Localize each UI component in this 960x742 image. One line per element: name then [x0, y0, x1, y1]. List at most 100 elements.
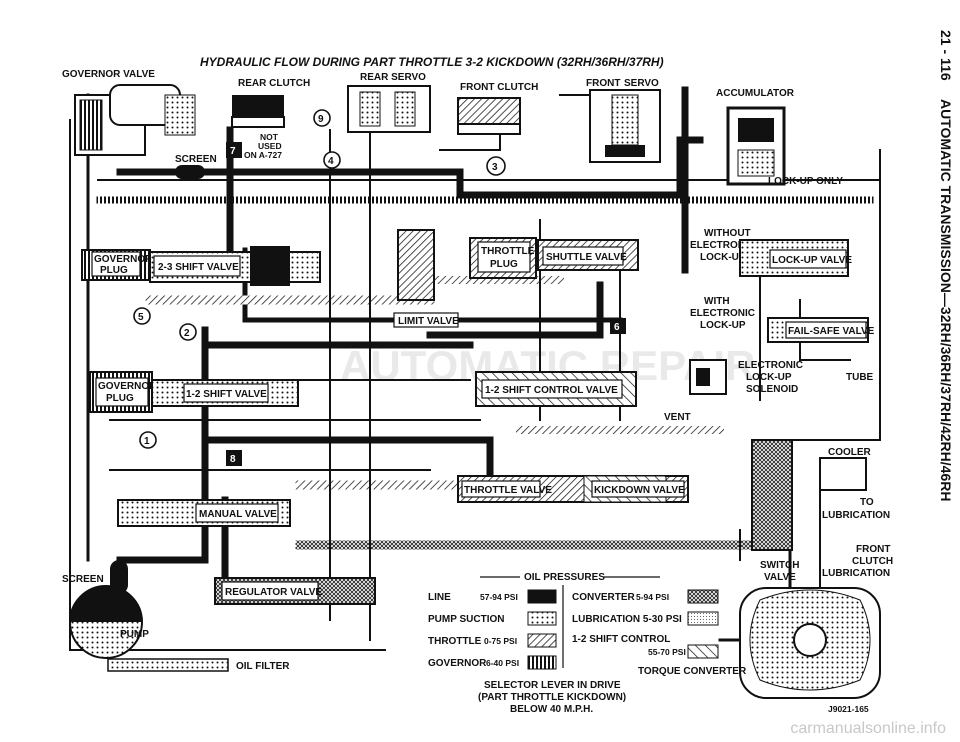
svg-text:PUMP: PUMP	[120, 629, 149, 640]
svg-text:5-94 PSI: 5-94 PSI	[636, 592, 669, 602]
svg-text:THROTTLE VALVE: THROTTLE VALVE	[464, 485, 552, 496]
svg-text:3: 3	[492, 162, 498, 173]
svg-text:8: 8	[230, 454, 236, 465]
rear-clutch: REAR CLUTCH	[231, 78, 310, 128]
rear-servo: REAR SERVO	[347, 72, 431, 133]
svg-text:PLUG: PLUG	[100, 265, 128, 276]
caption: SELECTOR LEVER IN DRIVE (PART THROTTLE K…	[478, 680, 626, 715]
svg-text:LOCK-UP: LOCK-UP	[700, 252, 746, 263]
circuit-marker-8: 8	[226, 450, 242, 466]
svg-text:2-3 SHIFT VALVE: 2-3 SHIFT VALVE	[158, 262, 239, 273]
svg-text:LUBRICATION 5-30 PSI: LUBRICATION 5-30 PSI	[572, 614, 682, 625]
svg-text:LINE: LINE	[428, 592, 451, 603]
svg-text:7: 7	[230, 146, 236, 157]
screen-bottom: SCREEN	[62, 560, 128, 594]
accumulator: ACCUMULATOR	[716, 88, 795, 186]
circuit-marker-1: 1	[139, 431, 157, 449]
svg-text:FAIL-SAFE VALVE: FAIL-SAFE VALVE	[788, 326, 875, 337]
svg-text:1-2 SHIFT CONTROL VALVE: 1-2 SHIFT CONTROL VALVE	[485, 385, 618, 396]
manual-valve: MANUAL VALVE	[117, 499, 291, 527]
svg-text:PUMP SUCTION: PUMP SUCTION	[428, 614, 505, 625]
oil-pressure-legend: OIL PRESSURES LINE 57-94 PSI PUMP SUCTIO…	[428, 572, 719, 670]
svg-text:WITHOUT: WITHOUT	[704, 228, 751, 239]
svg-text:LOCK-UP: LOCK-UP	[746, 372, 792, 383]
svg-text:COOLER: COOLER	[828, 447, 872, 458]
legend-converter: CONVERTER 5-94 PSI	[572, 589, 719, 604]
svg-text:GOVERNOR: GOVERNOR	[94, 254, 153, 265]
svg-text:ELECTRONIC: ELECTRONIC	[738, 360, 803, 371]
svg-text:ELECTRONIC: ELECTRONIC	[690, 308, 755, 319]
svg-text:CLUTCH: CLUTCH	[852, 556, 893, 567]
cooler: COOLER TO LUBRICATION	[819, 447, 890, 521]
shuttle-valve: SHUTTLE VALVE	[537, 239, 639, 271]
svg-text:VALVE: VALVE	[764, 572, 796, 583]
svg-text:ON A-727: ON A-727	[244, 150, 282, 160]
side-header: 21 - 116 AUTOMATIC TRANSMISSION—32RH/36R…	[914, 30, 954, 720]
circuit-marker-7: 7	[226, 142, 242, 158]
svg-text:SELECTOR LEVER IN DRIVE: SELECTOR LEVER IN DRIVE	[484, 680, 621, 691]
front-clutch: FRONT CLUTCH	[457, 82, 538, 135]
svg-text:PLUG: PLUG	[106, 393, 134, 404]
svg-text:OIL FILTER: OIL FILTER	[236, 661, 290, 672]
legend-governor: GOVERNOR 6-40 PSI	[428, 655, 557, 670]
governor-plug-bottom: GOVERNOR PLUG	[89, 371, 157, 413]
svg-text:TO: TO	[860, 497, 874, 508]
svg-text:TORQUE CONVERTER: TORQUE CONVERTER	[638, 666, 747, 677]
throttle-plug: THROTTLE PLUG	[469, 237, 537, 279]
failsafe-valve: FAIL-SAFE VALVE	[767, 317, 875, 343]
site-watermark: carmanualsonline.info	[790, 720, 946, 737]
svg-text:4: 4	[328, 156, 334, 167]
front-servo-label-b: SERVO	[624, 78, 659, 89]
limit-valve: LIMIT VALVE	[393, 229, 459, 328]
screen-top: SCREEN	[175, 154, 217, 179]
lockup-valve: LOCK-UP VALVE	[739, 239, 852, 277]
svg-text:1: 1	[144, 436, 150, 447]
svg-text:REGULATOR VALVE: REGULATOR VALVE	[225, 587, 322, 598]
svg-text:LOCK-UP: LOCK-UP	[700, 320, 746, 331]
shift-control-valve-1-2: 1-2 SHIFT CONTROL VALVE VENT	[475, 371, 691, 423]
front-servo: FRONT SERVO	[586, 78, 661, 163]
oil-filter: OIL FILTER	[107, 658, 290, 672]
governor-valve: GOVERNOR VALVE	[62, 69, 196, 156]
lockup-only-label: LOCK-UP ONLY	[768, 176, 843, 187]
front-servo-label-a: FRONT	[586, 78, 620, 89]
accumulator-label: ACCUMULATOR	[716, 88, 795, 99]
svg-text:BELOW 40 M.P.H.: BELOW 40 M.P.H.	[510, 704, 593, 715]
svg-text:CONVERTER: CONVERTER	[572, 592, 636, 603]
svg-text:SCREEN: SCREEN	[62, 574, 104, 585]
svg-text:(PART THROTTLE KICKDOWN): (PART THROTTLE KICKDOWN)	[478, 692, 626, 703]
vent-label: VENT	[664, 412, 691, 423]
tube-label: TUBE	[846, 372, 874, 383]
switch-valve: SWITCH VALVE	[751, 439, 799, 583]
svg-text:57-94 PSI: 57-94 PSI	[480, 592, 518, 602]
svg-text:0-75 PSI: 0-75 PSI	[484, 636, 517, 646]
circuit-marker-9: 9	[313, 109, 331, 127]
svg-text:SCREEN: SCREEN	[175, 154, 217, 165]
svg-text:THROTTLE: THROTTLE	[428, 636, 482, 647]
shift-valve-1-2: 1-2 SHIFT VALVE	[151, 379, 299, 407]
svg-text:MANUAL VALVE: MANUAL VALVE	[199, 509, 277, 520]
legend-pump-suction: PUMP SUCTION	[428, 611, 557, 626]
svg-text:SHUTTLE VALVE: SHUTTLE VALVE	[546, 252, 627, 263]
elu-solenoid: ELECTRONIC LOCK-UP SOLENOID	[689, 359, 803, 395]
svg-text:1-2 SHIFT VALVE: 1-2 SHIFT VALVE	[186, 389, 267, 400]
circuit-marker-5: 5	[133, 307, 151, 325]
legend-line: LINE 57-94 PSI	[428, 589, 557, 604]
svg-text:LIMIT VALVE: LIMIT VALVE	[398, 316, 459, 327]
svg-text:2: 2	[184, 328, 190, 339]
rear-servo-label: REAR SERVO	[360, 72, 426, 83]
front-clutch-label: FRONT CLUTCH	[460, 82, 538, 93]
figure-id: J9021-165	[828, 704, 869, 714]
svg-text:NOT: NOT	[260, 132, 279, 142]
with-elu-note: WITH ELECTRONIC LOCK-UP	[690, 296, 755, 331]
svg-text:LUBRICATION: LUBRICATION	[822, 568, 890, 579]
svg-text:LUBRICATION: LUBRICATION	[822, 510, 890, 521]
page-number: 21 - 116	[938, 30, 954, 81]
governor-plug-top: GOVERNOR PLUG	[81, 249, 153, 281]
svg-text:GOVERNOR: GOVERNOR	[98, 381, 157, 392]
pump: PUMP	[69, 585, 149, 659]
svg-text:SOLENOID: SOLENOID	[746, 384, 798, 395]
legend-throttle: THROTTLE 0-75 PSI	[428, 633, 557, 648]
svg-text:1-2 SHIFT CONTROL: 1-2 SHIFT CONTROL	[572, 634, 670, 645]
